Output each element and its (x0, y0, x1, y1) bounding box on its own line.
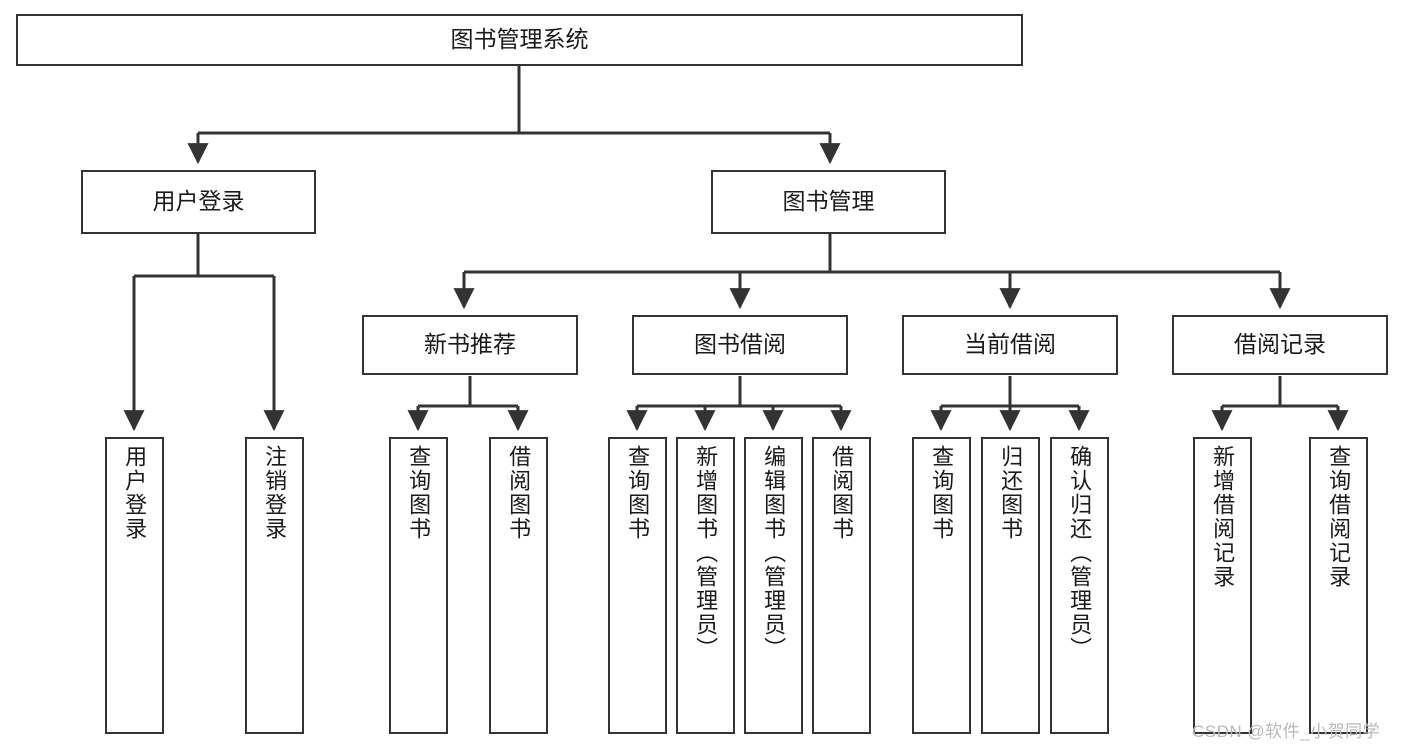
node-label: 归还图书 (998, 445, 1024, 541)
node-label: 当前借阅 (964, 331, 1056, 358)
node-label: 用户登录 (152, 188, 245, 215)
node-label: 用户登录 (122, 445, 148, 541)
node-label: 借阅图书 (506, 445, 532, 541)
node-label: 借阅记录 (1234, 331, 1326, 358)
node-label: 图书管理系统 (450, 26, 589, 53)
node-label: 查询借阅记录 (1326, 445, 1352, 589)
node-current-borrow[interactable]: 当前借阅 (902, 315, 1118, 375)
leaf-query-record[interactable]: 查询借阅记录 (1309, 437, 1368, 734)
leaf-edit-book[interactable]: 编辑图书（管理员） (744, 437, 803, 734)
watermark: CSDN @软件_小贺同学 (1192, 722, 1381, 741)
leaf-return-book[interactable]: 归还图书 (981, 437, 1040, 734)
leaf-query-book-2[interactable]: 查询图书 (608, 437, 667, 734)
node-label: 编辑图书（管理员） (761, 445, 787, 661)
leaf-borrow-book-2[interactable]: 借阅图书 (812, 437, 871, 734)
leaf-borrow-book-1[interactable]: 借阅图书 (489, 437, 548, 734)
node-book-management[interactable]: 图书管理 (711, 170, 946, 234)
leaf-add-book[interactable]: 新增图书（管理员） (676, 437, 735, 734)
leaf-logout[interactable]: 注销登录 (245, 437, 304, 734)
node-book-borrow[interactable]: 图书借阅 (632, 315, 848, 375)
leaf-confirm-return[interactable]: 确认归还（管理员） (1050, 437, 1109, 734)
node-label: 借阅图书 (829, 445, 855, 541)
node-label: 查询图书 (929, 445, 955, 541)
node-label: 查询图书 (625, 445, 651, 541)
node-label: 查询图书 (406, 445, 432, 541)
node-label: 确认归还（管理员） (1067, 445, 1093, 661)
node-label: 图书借阅 (694, 331, 786, 358)
leaf-user-login[interactable]: 用户登录 (105, 437, 164, 734)
node-borrow-record[interactable]: 借阅记录 (1172, 315, 1388, 375)
node-label: 新书推荐 (424, 331, 516, 358)
node-label: 注销登录 (262, 445, 288, 541)
node-new-book-recommend[interactable]: 新书推荐 (362, 315, 578, 375)
leaf-add-record[interactable]: 新增借阅记录 (1193, 437, 1252, 734)
leaf-query-book-3[interactable]: 查询图书 (912, 437, 971, 734)
leaf-query-book-1[interactable]: 查询图书 (389, 437, 448, 734)
node-root-book-management-system[interactable]: 图书管理系统 (16, 14, 1023, 66)
node-label: 图书管理 (782, 188, 875, 215)
node-label: 新增图书（管理员） (693, 445, 719, 661)
node-user-login[interactable]: 用户登录 (81, 170, 316, 234)
node-label: 新增借阅记录 (1210, 445, 1236, 589)
